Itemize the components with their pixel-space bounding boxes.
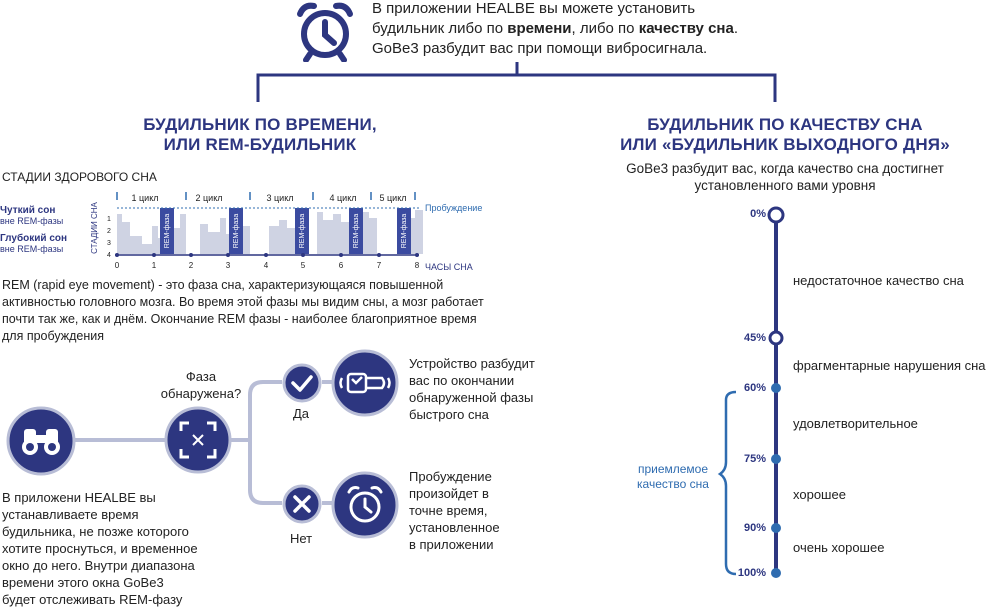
setup-text: В приложени HEALBE вы устанавливаете вре… <box>2 490 198 607</box>
rem-label: REM-фаза <box>299 214 306 249</box>
phase-question: Фаза обнаружена? <box>160 369 242 401</box>
check-icon <box>282 363 322 403</box>
left-title: БУДИЛЬНИК ПО ВРЕМЕНИ, ИЛИ REM-БУДИЛЬНИК <box>143 115 377 154</box>
yes-result: Устройство разбудит вас по окончании обн… <box>409 356 535 422</box>
right-subtitle: GoBe3 разбудит вас, когда качество сна д… <box>626 161 944 193</box>
stages-title: СТАДИИ ЗДОРОВОГО СНА <box>2 170 157 184</box>
level-label: недостаточное качество сна <box>793 273 964 288</box>
level-tick: 4 <box>107 252 111 259</box>
cycle-label: 5 цикл <box>380 193 407 203</box>
level-pct: 60% <box>743 382 766 394</box>
marker-75 <box>771 454 781 464</box>
hour-tick: 4 <box>264 261 269 270</box>
level-pct: 100% <box>737 567 766 579</box>
axis-y-label: СТАДИИ СНА <box>90 201 99 253</box>
rem-label: REM-фаза <box>401 214 408 249</box>
quality-scale <box>717 206 785 578</box>
level-pct: 45% <box>743 332 766 344</box>
right-title: БУДИЛЬНИК ПО КАЧЕСТВУ СНА ИЛИ «БУДИЛЬНИК… <box>620 115 950 154</box>
hour-tick: 5 <box>301 261 306 270</box>
marker-60 <box>771 383 781 393</box>
no-result: Пробуждение произойдет в точне время, ус… <box>409 469 500 552</box>
hour-tick: 7 <box>377 261 382 270</box>
marker-90 <box>771 523 781 533</box>
stage-legend: Чуткий сон вне REM-фазы Глубокий сон вне… <box>0 205 68 254</box>
marker-45 <box>768 330 784 346</box>
rem-bars: REM-фаза REM-фаза REM-фаза REM-фаза REM-… <box>160 208 411 254</box>
marker-0 <box>767 206 785 224</box>
axis-x-label: ЧАСЫ СНА <box>425 262 473 272</box>
rem-label: REM-фаза <box>233 214 240 249</box>
cycle-label: 2 цикл <box>196 193 223 203</box>
hour-tick: 3 <box>226 261 231 270</box>
rem-label: REM-фаза <box>353 214 360 249</box>
level-label: хорошее <box>793 487 846 502</box>
scan-icon <box>164 406 232 474</box>
hour-tick: 8 <box>415 261 420 270</box>
wake-label: Пробуждение <box>425 203 482 213</box>
hour-tick: 2 <box>189 261 194 270</box>
marker-100 <box>771 568 781 578</box>
level-tick: 2 <box>107 228 111 235</box>
alarm-clock-icon <box>297 2 353 62</box>
alarm-clock-icon <box>331 471 399 539</box>
hour-tick: 6 <box>339 261 344 270</box>
hour-tick: 0 <box>115 261 120 270</box>
acceptable-label: приемлемое качество сна <box>637 462 709 491</box>
cycle-label: 3 цикл <box>267 193 294 203</box>
level-pct: 0% <box>750 208 766 220</box>
level-label: очень хорошее <box>793 540 885 555</box>
level-label: фрагментарные нарушения сна <box>793 358 986 373</box>
level-pct: 75% <box>743 453 766 465</box>
no-label: Нет <box>290 531 313 546</box>
level-label: удовлетворительное <box>793 416 918 431</box>
level-tick: 1 <box>107 216 111 223</box>
binoculars-icon <box>6 406 76 476</box>
cycle-label: 4 цикл <box>330 193 357 203</box>
cross-icon <box>282 484 322 524</box>
yes-label: Да <box>293 406 310 421</box>
cycle-label: 1 цикл <box>132 193 159 203</box>
hour-tick: 1 <box>152 261 157 270</box>
rem-description: REM (rapid eye movement) - это фаза сна,… <box>2 278 484 343</box>
sleep-stages-chart: СТАДИИ СНА 1 2 3 4 <box>90 192 482 272</box>
rem-label: REM-фаза <box>164 214 171 249</box>
wristband-icon <box>331 349 399 417</box>
intro-text: В приложении HEALBE вы можете установить… <box>372 0 738 57</box>
level-tick: 3 <box>107 240 111 247</box>
level-pct: 90% <box>743 522 766 534</box>
